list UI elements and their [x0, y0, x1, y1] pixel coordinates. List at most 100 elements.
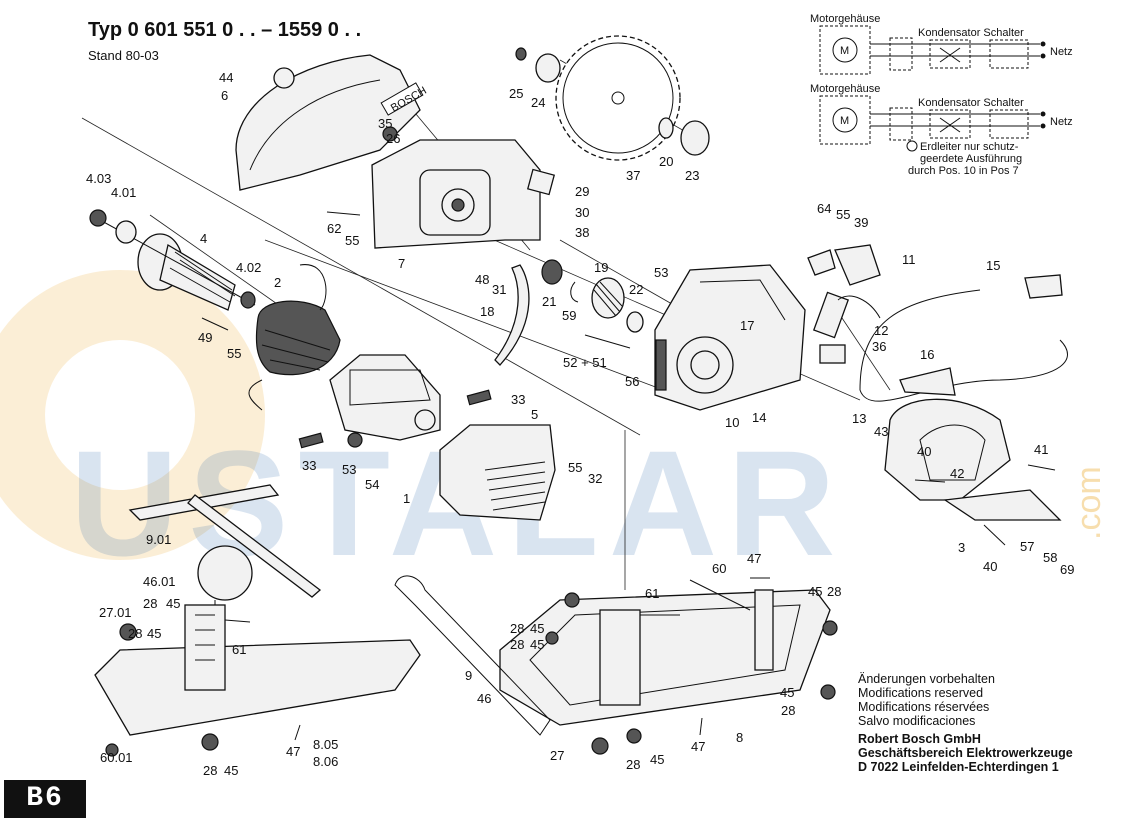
wiring-2-motor-symbol: M — [840, 115, 849, 127]
callout-label: 28 — [510, 621, 524, 636]
callout-label: 46 — [477, 691, 491, 706]
callout-label: 52 + 51 — [563, 355, 607, 370]
earth-note-line-3: durch Pos. 10 in Pos 7 — [908, 165, 1019, 177]
callout-label: 2 — [274, 275, 281, 290]
guard-lever — [494, 259, 563, 366]
callout-label: 8.06 — [313, 754, 338, 769]
callout-label: 28 — [203, 763, 217, 778]
callout-label: 60.01 — [100, 750, 133, 765]
callout-label: 33 — [302, 458, 316, 473]
wiring-diagram-2: Motorgehäuse Kondensator Schalter M Netz… — [810, 83, 1073, 177]
callout-label: 37 — [626, 168, 640, 183]
page-badge: B6 — [4, 780, 86, 818]
callout-label: 39 — [854, 215, 868, 230]
wiring-2-mains-label: Netz — [1050, 116, 1073, 128]
callout-label: 53 — [654, 265, 668, 280]
callout-label: 46.01 — [143, 574, 176, 589]
callout-label: 6 — [221, 88, 228, 103]
footer-notes: Änderungen vorbehalten Modifications res… — [858, 672, 1073, 774]
callout-label: 45 — [224, 763, 238, 778]
callout-label: 62 — [327, 221, 341, 236]
callout-label: 9 — [465, 668, 472, 683]
callout-label: 45 — [166, 596, 180, 611]
callout-label: 26 — [386, 131, 400, 146]
callout-label: 40 — [983, 559, 997, 574]
callout-label: 28 — [510, 637, 524, 652]
callout-label: 45 — [530, 621, 544, 636]
callout-label: 3 — [958, 540, 965, 555]
callout-label: 21 — [542, 294, 556, 309]
callout-label: 15 — [986, 258, 1000, 273]
callout-label: 17 — [740, 318, 754, 333]
callout-label: 4.01 — [111, 185, 136, 200]
callout-label: 61 — [645, 586, 659, 601]
callout-label: 36 — [872, 339, 886, 354]
callout-label: 35 — [378, 116, 392, 131]
callout-label: 5 — [531, 407, 538, 422]
company-name: Robert Bosch GmbH — [858, 732, 981, 746]
wiring-1-mains-label: Netz — [1050, 46, 1073, 58]
callout-label: 32 — [588, 471, 602, 486]
saw-blade — [555, 35, 681, 161]
type-line: Typ 0 601 551 0 . . – 1559 0 . . — [88, 19, 361, 41]
motor-housing — [298, 354, 492, 449]
callout-label: 41 — [1034, 442, 1048, 457]
callout-label: 54 — [365, 477, 379, 492]
wiring-1-motor-label: Motorgehäuse — [810, 13, 880, 25]
callout-label: 4 — [200, 231, 207, 246]
callout-label: 20 — [659, 154, 673, 169]
switch-parts — [807, 244, 881, 364]
wiring-2-motor-label: Motorgehäuse — [810, 83, 880, 95]
callout-label: 44 — [219, 70, 233, 85]
callout-label: 53 — [342, 462, 356, 477]
hardware — [105, 211, 1056, 757]
callout-label: 28 — [626, 757, 640, 772]
callout-label: 56 — [625, 374, 639, 389]
callout-label: 23 — [685, 168, 699, 183]
callout-label: 28 — [128, 626, 142, 641]
note-de: Änderungen vorbehalten — [858, 672, 995, 686]
callout-label: 55 — [568, 460, 582, 475]
power-cable — [859, 274, 1068, 402]
callout-label: 49 — [198, 330, 212, 345]
gear-housing — [654, 264, 806, 411]
callout-label: 14 — [752, 410, 766, 425]
flange-washers — [515, 47, 710, 156]
part-callouts: 446352625243720234.034.0144.022495562557… — [86, 70, 1074, 778]
callout-label: 8.05 — [313, 737, 338, 752]
callout-label: 25 — [509, 86, 523, 101]
callout-label: 28 — [827, 584, 841, 599]
callout-label: 33 — [511, 392, 525, 407]
callout-label: 11 — [902, 252, 916, 267]
callout-label: 55 — [836, 207, 850, 222]
callout-label: 27 — [550, 748, 564, 763]
rip-fence — [128, 484, 322, 598]
callout-label: 12 — [874, 323, 888, 338]
earth-note-line-2: geerdete Ausführung — [920, 153, 1022, 165]
callout-label: 31 — [492, 282, 506, 297]
callout-label: 57 — [1020, 539, 1034, 554]
callout-label: 64 — [817, 201, 831, 216]
callout-label: 55 — [345, 233, 359, 248]
callout-label: 16 — [920, 347, 934, 362]
callout-label: 4.02 — [236, 260, 261, 275]
callout-label: 55 — [227, 346, 241, 361]
callout-label: 24 — [531, 95, 545, 110]
callout-label: 18 — [480, 304, 494, 319]
callout-label: 9.01 — [146, 532, 171, 547]
armature — [89, 209, 256, 311]
callout-label: 61 — [232, 642, 246, 657]
knob — [197, 545, 253, 608]
watermark-suffix: .com — [1070, 466, 1108, 540]
callout-label: 28 — [781, 703, 795, 718]
callout-label: 38 — [575, 225, 589, 240]
callout-label: 45 — [808, 584, 822, 599]
callout-label: 48 — [475, 272, 489, 287]
wiring-1-motor-symbol: M — [840, 45, 849, 57]
callout-label: 47 — [286, 744, 300, 759]
base-plate-main — [394, 575, 831, 736]
wiring-2-switch-label: Kondensator Schalter — [918, 97, 1024, 109]
gear-housing-cover — [371, 139, 556, 249]
callout-label: 58 — [1043, 550, 1057, 565]
